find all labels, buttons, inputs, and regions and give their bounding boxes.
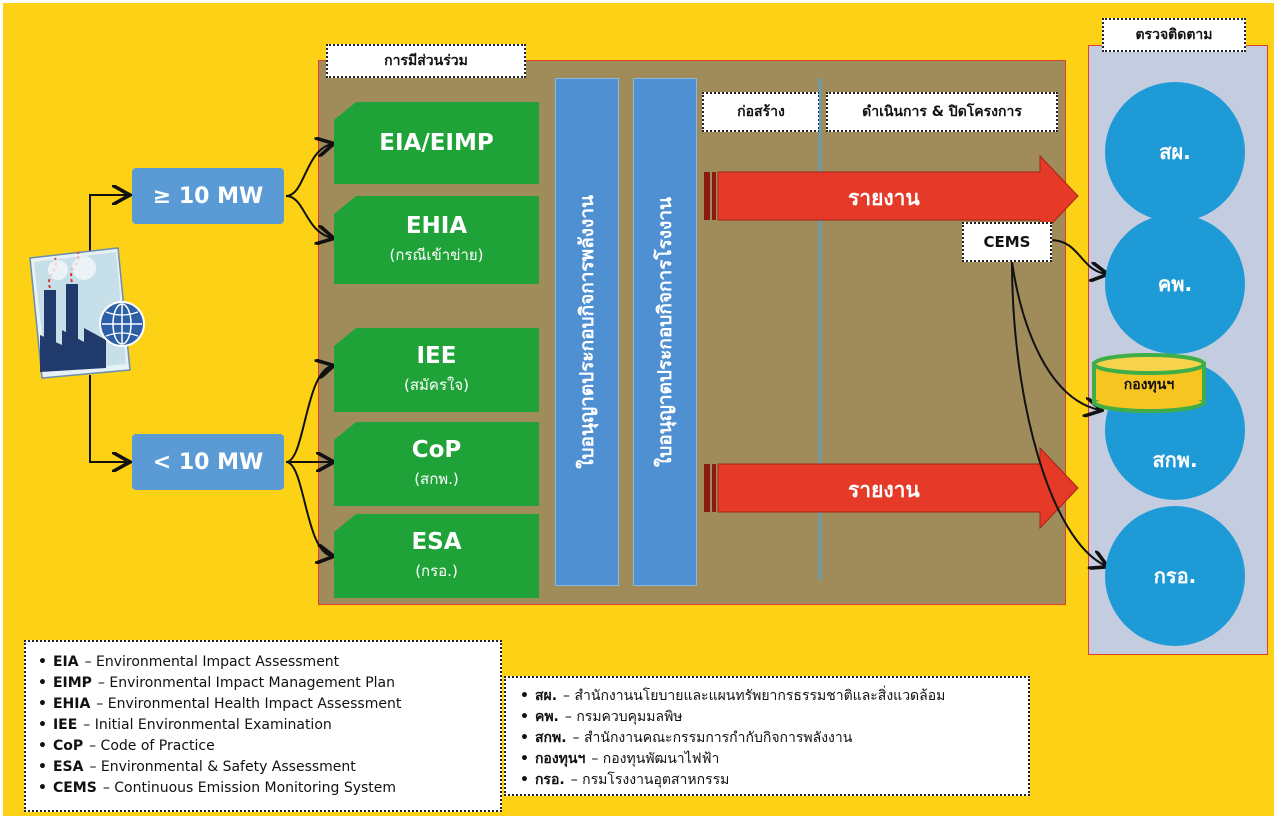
assessment-subtitle: (กรอ.) xyxy=(415,562,458,580)
factory-license-label: ใบอนุญาตประกอบกิจการโรงงาน xyxy=(654,196,676,468)
assessment-iee: IEE (สมัครใจ) xyxy=(334,328,539,412)
agency-onep: สผ. xyxy=(1105,82,1245,222)
legend-item: •IEE– Initial Environmental Examination xyxy=(38,717,332,733)
legend-item: •EIMP– Environmental Impact Management P… xyxy=(38,675,396,691)
assessment-subtitle: (สกพ.) xyxy=(414,470,459,488)
legend-agencies: •สผ.– สำนักงานนโยบายและแผนทรัพยากรธรรมชา… xyxy=(504,676,1030,796)
capacity-low-box: < 10 MW xyxy=(132,434,284,490)
legend-item: •EIA– Environmental Impact Assessment xyxy=(38,654,340,670)
report-label-bottom: รายงาน xyxy=(848,478,920,502)
fund-label: กองทุนฯ xyxy=(1123,377,1175,393)
report-arrow-top xyxy=(704,154,1079,238)
cems-box: CEMS xyxy=(962,222,1052,262)
legend-abbreviations: •EIA– Environmental Impact Assessment •E… xyxy=(24,640,502,812)
energy-license-label: ใบอนุญาตประกอบกิจการพลังงาน xyxy=(576,195,598,469)
assessment-subtitle: (กรณีเข้าข่าย) xyxy=(389,246,484,264)
construction-label: ก่อสร้าง xyxy=(702,92,820,132)
assessment-title: ESA xyxy=(411,529,462,555)
globe-icon xyxy=(99,301,145,347)
capacity-high-box: ≥ 10 MW xyxy=(132,168,284,224)
report-label-top: รายงาน xyxy=(848,186,920,210)
assessment-subtitle: (สมัครใจ) xyxy=(404,376,469,394)
assessment-title: IEE xyxy=(416,343,457,369)
assessment-ehia: EHIA (กรณีเข้าข่าย) xyxy=(334,196,539,284)
agency-diw: กรอ. xyxy=(1105,506,1245,646)
monitoring-label: ตรวจติดตาม xyxy=(1102,18,1246,52)
legend-item: •EHIA– Environmental Health Impact Asses… xyxy=(38,696,402,712)
assessment-title: EHIA xyxy=(405,213,468,239)
assessment-title: CoP xyxy=(411,437,462,463)
participation-label: การมีส่วนร่วม xyxy=(326,44,526,78)
legend-item: •CoP– Code of Practice xyxy=(38,738,215,754)
legend-item: •กองทุนฯ– กองทุนพัฒนาไฟฟ้า xyxy=(520,751,720,767)
assessment-cop: CoP (สกพ.) xyxy=(334,422,539,506)
assessment-esa: ESA (กรอ.) xyxy=(334,514,539,598)
legend-item: •ESA– Environmental & Safety Assessment xyxy=(38,759,356,775)
legend-item: •คพ.– กรมควบคุมมลพิษ xyxy=(520,709,683,725)
agency-pcd: คพ. xyxy=(1105,214,1245,354)
factory-icon xyxy=(29,247,131,379)
legend-item: •สผ.– สำนักงานนโยบายและแผนทรัพยากรธรรมชา… xyxy=(520,688,946,704)
operation-label: ดำเนินการ & ปิดโครงการ xyxy=(826,92,1058,132)
assessment-title: EIA/EIMP xyxy=(379,130,494,156)
legend-item: •CEMS– Continuous Emission Monitoring Sy… xyxy=(38,780,397,796)
factory-license-bar: ใบอนุญาตประกอบกิจการโรงงาน xyxy=(633,78,697,586)
assessment-eia-eimp: EIA/EIMP xyxy=(334,102,539,184)
legend-item: •กรอ.– กรมโรงงานอุตสาหกรรม xyxy=(520,772,730,788)
legend-item: •สกพ.– สำนักงานคณะกรรมการกำกับกิจการพลัง… xyxy=(520,730,853,746)
energy-license-bar: ใบอนุญาตประกอบกิจการพลังงาน xyxy=(555,78,619,586)
